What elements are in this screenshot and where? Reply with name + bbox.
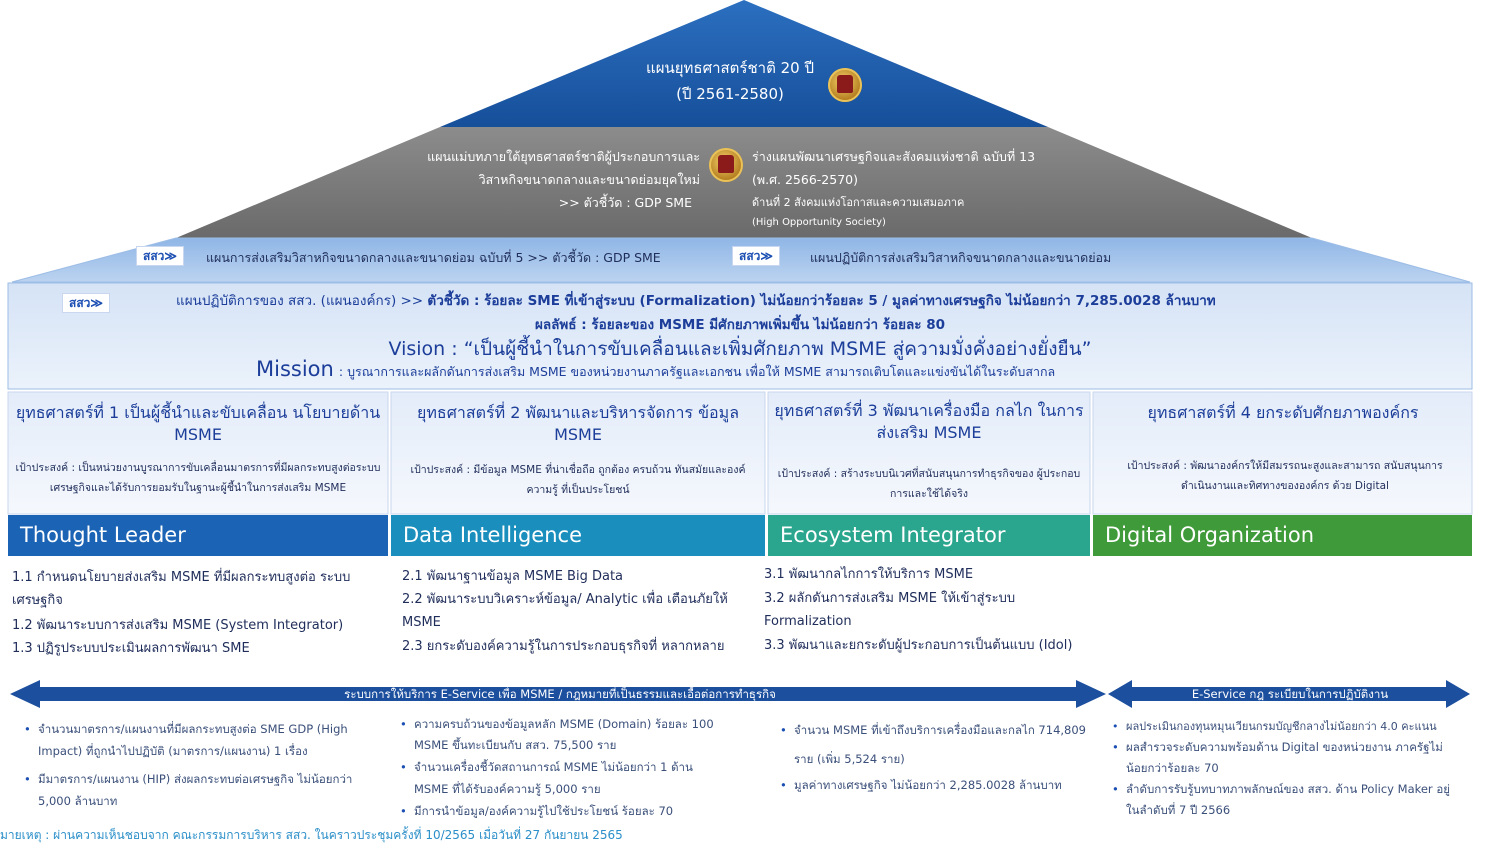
roof-top (440, 0, 1048, 127)
org-plan-indicator: ตัวชี้วัด : ร้อยละ SME ที่เข้าสู่ระบบ (F… (427, 293, 1216, 309)
strategy-4-kpi-3: ลำดับการรับรู้บทบาทภาพลักษณ์ของ สสว. ด้า… (1112, 779, 1456, 821)
vision-text: “เป็นผู้ชี้นำในการขับเคลื่อนและเพิ่มศักย… (463, 338, 1092, 360)
osmep-tag-3: สสว≫ (62, 293, 110, 313)
left-arrow-label: ระบบการให้บริการ E-Service เพื่อ MSME / … (344, 687, 776, 701)
strategy-2-kpi-1: ความครบถ้วนของข้อมูลหลัก MSME (Domain) ร… (400, 714, 764, 735)
strategy-3-item-3: 3.3 พัฒนาและยกระดับผู้ประกอบการเป็นต้นแบ… (764, 638, 1073, 653)
strategy-1-kpi-1: จำนวนมาตรการ/แผนงานที่มีผลกระทบสูงต่อ SM… (24, 718, 388, 762)
strategy-2-kpi-5: มีการนำข้อมูล/องค์ความรู้ไปใช้ประโยชน์ ร… (400, 801, 764, 822)
left-double-arrow (10, 680, 1106, 708)
master-plan-line1: แผนแม่บทภายใต้ยุทธศาสตร์ชาติผู้ประกอบการ… (427, 149, 700, 164)
banner-thought-leader: Thought Leader (8, 515, 388, 556)
national-plan-line3: ด้านที่ 2 สังคมแห่งโอกาสและความเสมอภาค (752, 196, 965, 209)
emblem-icon (828, 68, 862, 102)
strategy-2-goal: เป้าประสงค์ : มีข้อมูล MSME ที่น่าเชื่อถ… (410, 464, 746, 496)
master-plan-line2: วิสาหกิจขนาดกลางและขนาดย่อมยุคใหม่ (478, 172, 700, 187)
vision-block-bg (7, 282, 1473, 390)
osmep-tag-1: สสว≫ (136, 246, 184, 266)
strategy-2-item-2: 2.2 พัฒนาระบบวิเคราะห์ข้อมูล/ Analytic เ… (402, 592, 728, 630)
org-plan-prefix: แผนปฏิบัติการของ สสว. (แผนองค์กร) >> (176, 293, 428, 309)
strategy-col-1-bg (7, 391, 389, 515)
strategy-1-item-1: 1.1 กำหนดนโยบายส่งเสริม MSME ที่มีผลกระท… (12, 570, 351, 608)
strategy-3-goal: เป้าประสงค์ : สร้างระบบนิเวศที่สนับสนุนก… (777, 468, 1081, 500)
strategy-3-kpi-2: มูลค่าทางเศรษฐกิจ ไม่น้อยกว่า 2,285.0028… (780, 774, 1114, 796)
strategy-2-kpi-3: จำนวนเครื่องชี้วัดสถานการณ์ MSME ไม่น้อย… (400, 757, 764, 778)
strategy-1-item-2: 1.2 พัฒนาระบบการส่งเสริม MSME (System In… (12, 618, 344, 633)
national-plan-line1: ร่างแผนพัฒนาเศรษฐกิจและสังคมแห่งชาติ ฉบั… (752, 149, 1036, 164)
strategy-3-kpi-1: จำนวน MSME ที่เข้าถึงบริการเครื่องมือและ… (780, 716, 1094, 774)
strategy-col-3-bg (767, 391, 1091, 515)
vision-label: Vision : (388, 338, 458, 360)
osmep-tag-2: สสว≫ (732, 246, 780, 266)
vision-line: Vision : “เป็นผู้ชี้นำในการขับเคลื่อนและ… (8, 334, 1472, 364)
right-double-arrow (1108, 680, 1470, 708)
banner-data-intelligence: Data Intelligence (391, 515, 765, 556)
strategy-2-item-1: 2.1 พัฒนาฐานข้อมูล MSME Big Data (402, 569, 624, 584)
footnote: มายเหตุ : ผ่านความเห็นชอบจาก คณะกรรมการบ… (0, 828, 623, 842)
roof-title-line2: (ปี 2561-2580) (676, 85, 784, 103)
strategy-2-kpi-4: MSME ที่ได้รับองค์ความรู้ 5,000 ราย (414, 782, 601, 796)
strategy-1-item-3: 1.3 ปฏิรูประบบประเมินผลการพัฒนา SME (12, 641, 250, 656)
strategy-3-title: ยุทธศาสตร์ที่ 3 พัฒนาเครื่องมือ กลไก ในก… (774, 401, 1084, 442)
mission-line: Mission : บูรณาการและผลักดันการส่งเสริม … (256, 357, 1466, 382)
national-plan-text: ร่างแผนพัฒนาเศรษฐกิจและสังคมแห่งชาติ ฉบั… (752, 145, 1112, 232)
roof-title: แผนยุทธศาสตร์ชาติ 20 ปี (ปี 2561-2580) (600, 55, 860, 107)
mission-label: Mission (256, 357, 334, 381)
strategy-4-title: ยุทธศาสตร์ที่ 4 ยกระดับศักยภาพองค์กร (1147, 403, 1419, 422)
strategy-4-kpi-1: ผลประเมินกองทุนหมุนเวียนกรมบัญชีกลางไม่น… (1112, 716, 1476, 737)
strategy-1-goal: เป้าประสงค์ : เป็นหน่วยงานบูรณาการขับเคล… (15, 462, 381, 494)
sme-action-plan-text: แผนปฏิบัติการส่งเสริมวิสาหกิจขนาดกลางและ… (810, 250, 1112, 265)
master-plan-indicator: >> ตัวชี้วัด : GDP SME (558, 195, 692, 210)
strategy-col-4-bg (1092, 391, 1473, 515)
strategy-3-item-2: 3.2 ผลักดันการส่งเสริม MSME ให้เข้าสู่ระ… (764, 591, 1016, 629)
right-arrow-label: E-Service กฎ ระเบียบในการปฏิบัติงาน (1191, 687, 1389, 701)
strategy-1-title: ยุทธศาสตร์ที่ 1 เป็นผู้ชี้นำและขับเคลื่อ… (15, 403, 381, 444)
strategy-1-kpi-2: มีมาตรการ/แผนงาน (HIP) ส่งผลกระทบต่อเศรษ… (24, 768, 388, 812)
strategy-4-kpi-2: ผลสำรวจระดับความพร้อมด้าน Digital ของหน่… (1112, 737, 1446, 779)
sme-plan-5-text: แผนการส่งเสริมวิสาหกิจขนาดกลางและขนาดย่อ… (206, 250, 661, 265)
master-plan-text: แผนแม่บทภายใต้ยุทธศาสตร์ชาติผู้ประกอบการ… (360, 145, 700, 214)
banner-digital-organization: Digital Organization (1093, 515, 1472, 556)
strategy-col-2-bg (390, 391, 766, 515)
roof-title-line1: แผนยุทธศาสตร์ชาติ 20 ปี (646, 59, 814, 77)
national-plan-line4: (High Opportunity Society) (752, 217, 886, 228)
strategy-2-kpi-2: MSME ขึ้นทะเบียนกับ สสว. 75,500 ราย (414, 738, 617, 752)
national-plan-line2: (พ.ศ. 2566-2570) (752, 172, 858, 187)
strategy-3-item-1: 3.1 พัฒนากลไกการให้บริการ MSME (764, 567, 974, 582)
strategy-2-item-3: 2.3 ยกระดับองค์ความรู้ในการประกอบธุรกิจท… (402, 639, 725, 654)
strategy-2-title: ยุทธศาสตร์ที่ 2 พัฒนาและบริหารจัดการ ข้อ… (417, 403, 739, 444)
mission-text: : บูรณาการและผลักดันการส่งเสริม MSME ของ… (338, 364, 1056, 379)
roof-middle (176, 127, 1312, 238)
strategy-4-goal: เป้าประสงค์ : พัฒนาองค์กรให้มีสมรรถนะสูง… (1127, 460, 1443, 492)
emblem-icon-2 (709, 148, 743, 182)
outcome-text: ผลลัพธ์ : ร้อยละของ MSME มีศักยภาพเพิ่มข… (534, 317, 946, 333)
org-plan-line: แผนปฏิบัติการของ สสว. (แผนองค์กร) >> ตัว… (176, 289, 1466, 311)
banner-ecosystem-integrator: Ecosystem Integrator (768, 515, 1090, 556)
